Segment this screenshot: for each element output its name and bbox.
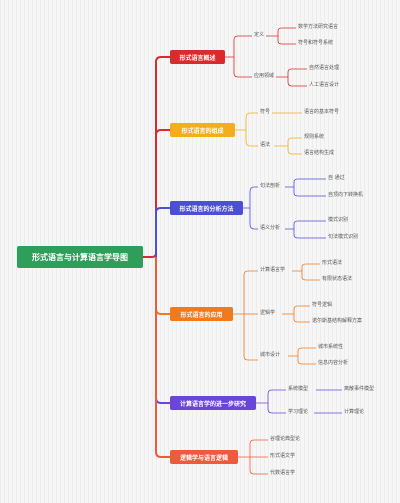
leaf-node[interactable]: 有限状态语法 <box>322 276 353 282</box>
leaf-node[interactable]: 计算理论 <box>344 409 365 415</box>
sub-node[interactable]: 学习理论 <box>288 409 309 415</box>
branch-node-analysis[interactable]: 形式语言的分析方法 <box>170 201 243 215</box>
leaf-node[interactable]: 数学方法研究语言 <box>298 24 339 30</box>
leaf-node[interactable]: 谷理论典型论 <box>270 436 301 442</box>
leaf-node[interactable]: 形式语法 <box>322 260 343 266</box>
leaf-node[interactable]: 符号和符号系统 <box>298 40 334 46</box>
sub-node[interactable]: 定义 <box>254 32 265 38</box>
branch-node-composition[interactable]: 形式语言的组成 <box>170 123 235 137</box>
leaf-node[interactable]: 自 通过 <box>328 175 345 181</box>
sub-node[interactable]: 系统模型 <box>288 386 309 392</box>
root-node[interactable]: 形式语言与计算语言学导图 <box>17 246 143 268</box>
sub-node[interactable]: 语法 <box>260 142 271 148</box>
sub-node[interactable]: 城市设计 <box>260 352 281 358</box>
sub-node[interactable]: 语义分析 <box>260 225 281 231</box>
leaf-node[interactable]: 代数语言学 <box>270 470 296 476</box>
leaf-node[interactable]: 语言的基本符号 <box>304 109 340 115</box>
leaf-node[interactable]: 城市系统性 <box>318 344 344 350</box>
sub-node[interactable]: 句法剖析 <box>260 183 281 189</box>
branch-node-overview[interactable]: 形式语言概述 <box>170 50 225 64</box>
leaf-node[interactable]: 信息内容分析 <box>318 360 349 366</box>
leaf-node[interactable]: 句法模式识别 <box>328 234 359 240</box>
leaf-node[interactable]: 语言结构生成 <box>304 150 335 156</box>
leaf-node[interactable]: 符号逻辑 <box>312 302 333 308</box>
leaf-node[interactable]: 形式语文学 <box>270 453 296 459</box>
leaf-node[interactable]: 模式识别 <box>328 217 349 223</box>
leaf-node[interactable]: 规则系统 <box>304 134 325 140</box>
leaf-node[interactable]: 自顶向下转换机 <box>328 192 364 198</box>
leaf-node[interactable]: 人工语言设计 <box>309 82 340 88</box>
leaf-node[interactable]: 自然语言处理 <box>309 65 340 71</box>
sub-node[interactable]: 应用领域 <box>254 73 275 79</box>
sub-node[interactable]: 符号 <box>260 109 271 115</box>
sub-node[interactable]: 计算语言学 <box>260 267 286 273</box>
sub-node[interactable]: 逻辑学 <box>260 310 276 316</box>
leaf-node[interactable]: 诺尔斯基结构解释方案 <box>312 318 363 324</box>
leaf-node[interactable]: 离散事件模型 <box>344 386 375 392</box>
branch-node-application[interactable]: 形式语言的应用 <box>170 307 233 321</box>
branch-node-logic[interactable]: 逻辑学与语言逻辑 <box>170 450 238 464</box>
branch-node-further-research[interactable]: 计算语言学的进一步研究 <box>170 396 256 410</box>
